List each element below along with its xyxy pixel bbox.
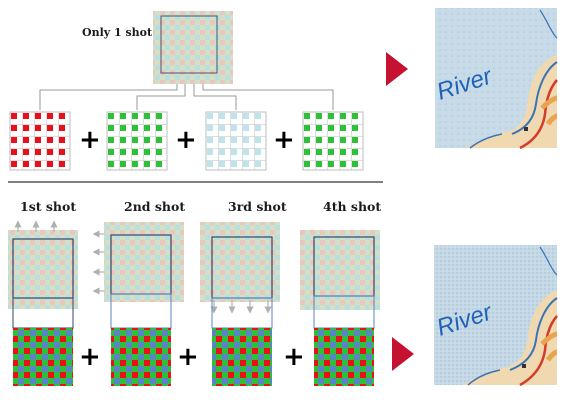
bayer-grid-1 <box>12 297 74 386</box>
green-channel-grid-2 <box>302 111 364 171</box>
green-channel-grid <box>106 111 168 171</box>
mosaic-shot-2 <box>104 222 184 302</box>
arrow-right-icon <box>392 337 414 371</box>
arrow-down-icon <box>210 300 272 314</box>
arrow-left-icon <box>92 230 104 295</box>
mosaic-shot-1 <box>8 230 78 309</box>
shot-label-4: 4th shot <box>323 199 382 214</box>
plus-icon: + <box>177 342 199 372</box>
bayer-grid-4 <box>313 295 375 386</box>
red-channel-grid <box>9 111 71 171</box>
plus-icon: + <box>79 125 101 155</box>
bayer-grid-2 <box>110 293 172 386</box>
arrow-right-icon <box>386 52 408 86</box>
map-result-bottom <box>434 245 558 387</box>
map-result-top <box>435 8 558 150</box>
plus-icon: + <box>79 342 101 372</box>
mosaic-single-shot <box>153 11 233 84</box>
mosaic-shot-4 <box>300 230 380 310</box>
plus-icon: + <box>283 342 305 372</box>
shot-label-2: 2nd shot <box>124 199 186 214</box>
bayer-grid-3 <box>211 297 273 386</box>
only-one-shot-label: Only 1 shot <box>82 26 153 39</box>
shot-label-1: 1st shot <box>20 199 77 214</box>
plus-icon: + <box>273 125 295 155</box>
plus-icon: + <box>175 125 197 155</box>
connector-tree <box>39 84 334 110</box>
cyan-channel-grid <box>205 111 267 171</box>
arrow-up-icon <box>14 220 58 232</box>
mosaic-shot-3 <box>200 222 280 302</box>
shot-label-3: 3rd shot <box>228 199 287 214</box>
